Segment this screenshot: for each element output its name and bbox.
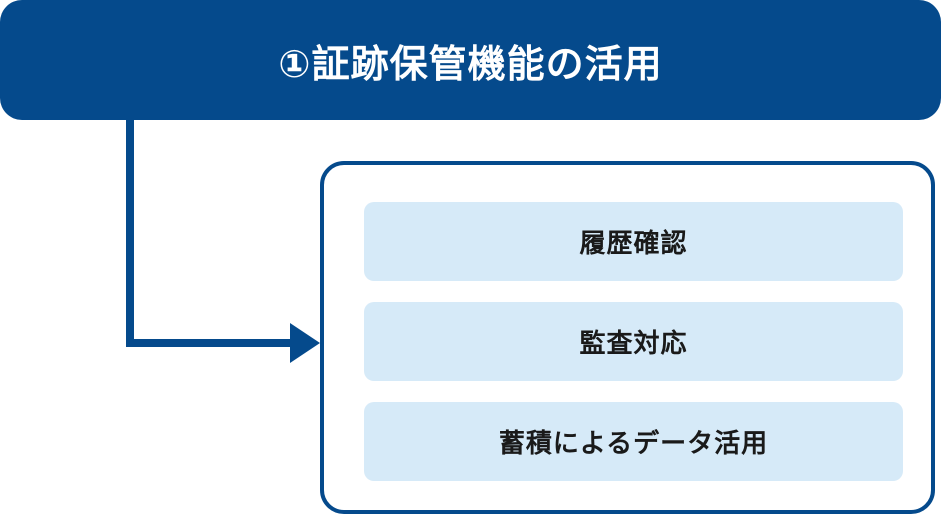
header-banner: ①証跡保管機能の活用 (0, 0, 941, 120)
header-title: ①証跡保管機能の活用 (278, 41, 663, 86)
items-panel: 履歴確認 監査対応 蓄積によるデータ活用 (320, 161, 935, 514)
list-item-label: 履歴確認 (579, 229, 688, 259)
connector-line (126, 118, 294, 347)
list-item-history-check: 履歴確認 (364, 202, 903, 281)
list-item-label: 監査対応 (579, 329, 688, 359)
list-item-label: 蓄積によるデータ活用 (498, 429, 769, 459)
list-item-data-utilization: 蓄積によるデータ活用 (364, 402, 903, 481)
arrow-head-icon (290, 323, 320, 363)
list-item-audit-response: 監査対応 (364, 302, 903, 381)
